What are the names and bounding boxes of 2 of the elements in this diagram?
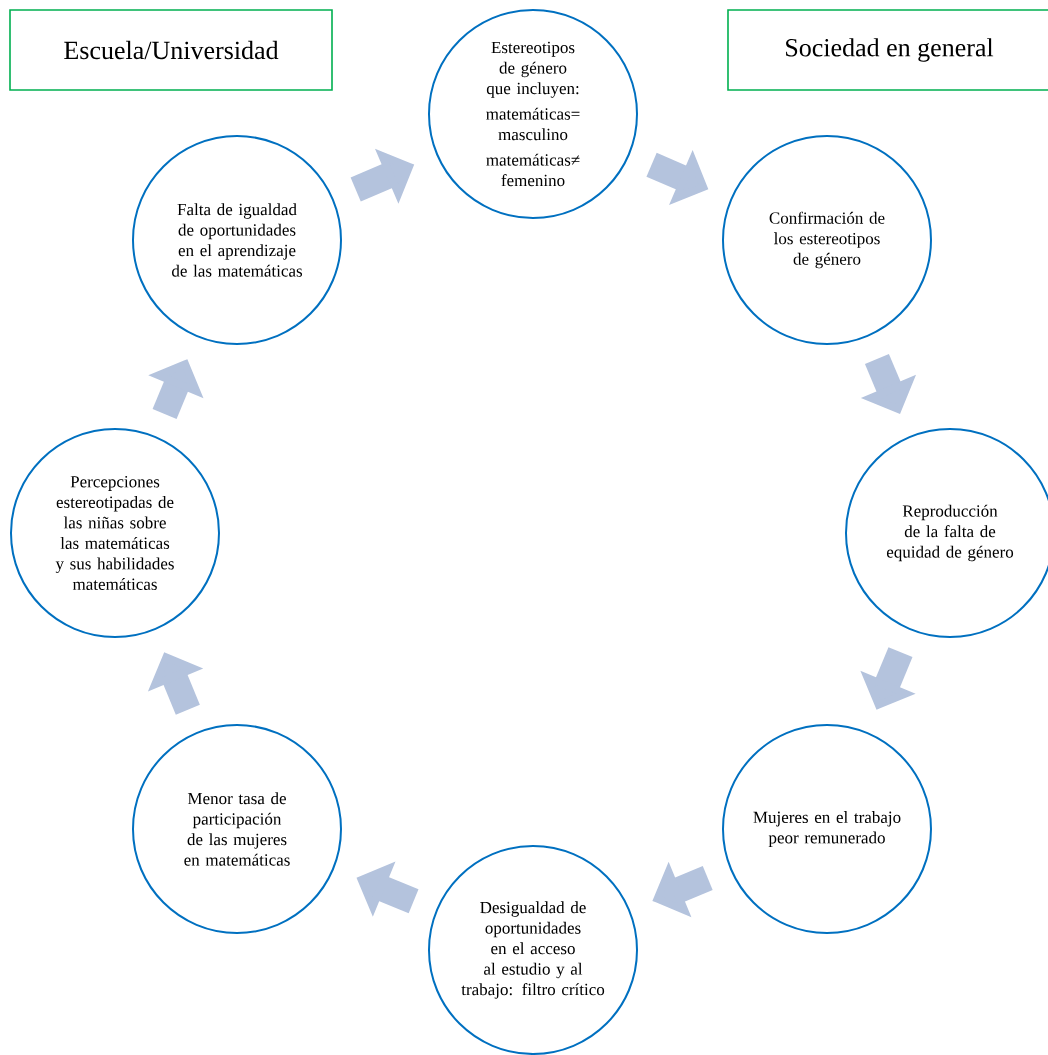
heading-box: Escuela/Universidad [9,9,333,91]
heading-box: Sociedad en general [727,9,1048,91]
